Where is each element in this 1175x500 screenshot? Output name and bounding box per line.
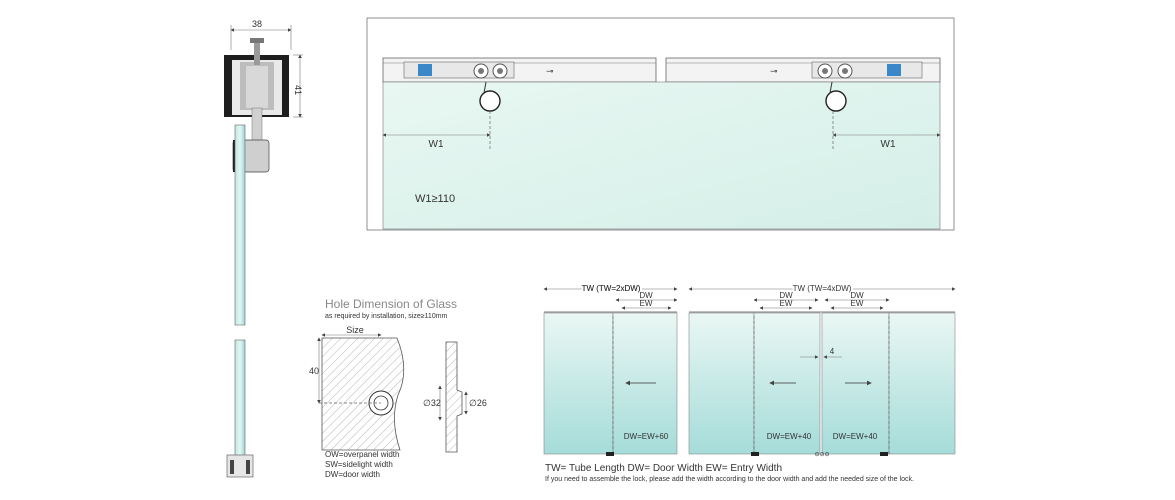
w1-rule-label: W1≥110: [415, 193, 455, 205]
rail-stopper-left-icon: ⊸: [546, 66, 554, 76]
ew-left-label: EW: [780, 299, 793, 308]
single-door-diagram: TW (TW=2xDW) TW (TW=2xDW) DW EW DW=EW+60: [543, 282, 678, 456]
glass-hole-right: [825, 90, 847, 112]
floor-guide-left-wall: [230, 460, 234, 474]
hole-title: Hole Dimension of Glass: [325, 297, 457, 311]
elevation-view: ⊸ ⊸ W1 W1 W1≥110: [366, 17, 955, 231]
adjustment-bolt: [254, 40, 260, 65]
w1-label-left: W1: [429, 139, 444, 150]
single-formula: DW=EW+60: [624, 432, 669, 441]
gap-label: 4: [830, 347, 835, 356]
bolt-head: [250, 38, 264, 43]
floor-guide-marker-right: [880, 452, 888, 456]
dw-left-label: DW: [779, 291, 793, 300]
hole-subtitle: as required by installation, size≥110mm: [325, 313, 448, 320]
glass-panel-edge-lower: [234, 339, 246, 463]
roller-wheel: [246, 66, 268, 108]
glass-section-hatched: [445, 341, 463, 453]
roller-unit-right: [811, 61, 923, 79]
double-formula-right: DW=EW+40: [833, 432, 878, 441]
floor-guide-right-wall: [246, 460, 250, 474]
hanger-arm-left: [483, 81, 487, 94]
ew-right-label: EW: [851, 299, 864, 308]
tw-double-label: TW (TW=4xDW): [793, 284, 852, 293]
tw-label: TW (TW=2xDW): [582, 284, 641, 293]
floor-guide-marker-left: [751, 452, 759, 456]
hanger-arm-right: [829, 81, 833, 94]
profile-section: 38 41: [224, 19, 303, 478]
size-label: Size: [346, 325, 364, 335]
dia32-label: ∅32: [423, 398, 441, 408]
rail-stopper-right-icon: ⊸: [770, 66, 778, 76]
hole-dimension-section: Hole Dimension of Glass as required by i…: [309, 297, 487, 479]
floor-guide-marker: [606, 452, 614, 456]
glass-hole-left: [479, 90, 501, 112]
dia26-label: ∅26: [469, 398, 487, 408]
abbreviation-legend: TW= Tube Length DW= Door Width EW= Entry…: [545, 463, 782, 474]
double-formula-left: DW=EW+40: [767, 432, 812, 441]
width-dimension-label: 38: [252, 19, 262, 29]
ew-label: EW: [640, 299, 653, 308]
glass-panel-edge-upper: [234, 124, 246, 326]
height-40-label: 40: [309, 366, 319, 376]
center-lock-icon: ⊖⊖⊖: [814, 452, 829, 458]
tw-label-bg: TW (TW=2xDW): [582, 284, 641, 293]
glass-face-hatched: [321, 337, 405, 451]
sliding-glass-panel: [612, 312, 678, 455]
glass-door-panel: [382, 81, 941, 230]
fixed-panel-left: [688, 312, 755, 455]
fixed-panel-right: [888, 312, 956, 455]
legend-ow: OW=overpanel width: [325, 450, 399, 459]
legend-dw: DW=door width: [325, 470, 380, 479]
double-door-diagram: TW (TW=4xDW) DW EW DW EW 4 DW=EW+40 DW=E…: [688, 282, 956, 458]
roller-unit-left: [403, 61, 515, 79]
sliding-panel-right: [821, 312, 890, 455]
lock-note: If you need to assemble the lock, please…: [545, 476, 914, 483]
dw-label: DW: [639, 291, 653, 300]
sliding-panel-left: [753, 312, 821, 455]
dw-right-label: DW: [850, 291, 864, 300]
height-dimension-label: 41: [293, 85, 303, 95]
w1-label-right: W1: [881, 139, 896, 150]
legend-sw: SW=sidelight width: [325, 460, 393, 469]
fixed-glass-panel: [543, 312, 614, 455]
